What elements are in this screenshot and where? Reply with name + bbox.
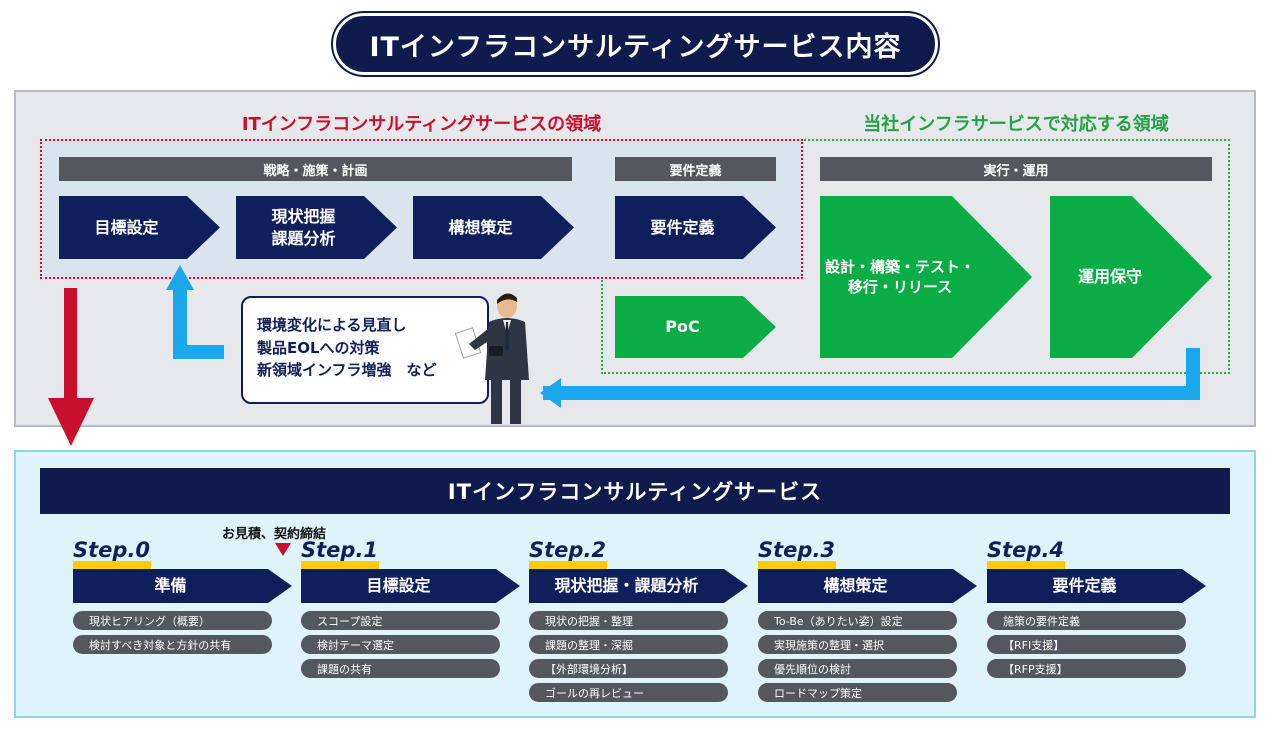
feedback-arrow	[166, 265, 1200, 408]
requirements-bar: 要件定義	[615, 157, 776, 181]
step-0-item: 現状ヒアリング（概要）	[73, 611, 272, 630]
step-2-item: ゴールの再レビュー	[529, 683, 728, 702]
step-1-item: スコープ設定	[301, 611, 500, 630]
step-0-title: 準備	[73, 569, 292, 603]
step-2-item: 現状の把握・整理	[529, 611, 728, 630]
execution-bar: 実行・運用	[820, 157, 1212, 181]
phase-current-analysis: 現状把握 課題分析	[236, 196, 397, 259]
step-3-item: ロードマップ策定	[758, 683, 957, 702]
step-1-item: 検討テーマ選定	[301, 635, 500, 654]
phase-poc: PoC	[615, 296, 776, 358]
review-triggers-note: 環境変化による見直し 製品EOLへの対策 新領域インフラ増強 など	[241, 296, 489, 404]
step-3-item: To-Be（ありたい姿）設定	[758, 611, 957, 630]
step-3-title: 構想策定	[758, 569, 977, 603]
step-1-label: Step.1	[301, 538, 379, 562]
strategy-bar: 戦略・施策・計画	[59, 157, 572, 181]
step-2-title: 現状把握・課題分析	[529, 569, 748, 603]
phase-concept: 構想策定	[413, 196, 574, 259]
step-4-title: 要件定義	[987, 569, 1206, 603]
step-2-item: 【外部環境分析】	[529, 659, 728, 678]
down-arrow	[48, 288, 94, 446]
step-4-item: 施策の要件定義	[987, 611, 1186, 630]
step-2-item: 課題の整理・深掘	[529, 635, 728, 654]
step-1-item: 課題の共有	[301, 659, 500, 678]
step-0-label: Step.0	[73, 538, 151, 562]
step-3-item: 優先順位の検討	[758, 659, 957, 678]
step-4-label: Step.4	[987, 538, 1065, 562]
step-2-label: Step.2	[529, 538, 607, 562]
consulting-scope-title: ITインフラコンサルティングサービスの領域	[241, 114, 602, 135]
step-1-title: 目標設定	[301, 569, 520, 603]
company-scope-title: 当社インフラサービスで対応する領域	[863, 114, 1169, 135]
step-0-item: 検討すべき対象と方針の共有	[73, 635, 272, 654]
quote-contract-marker-icon	[275, 543, 291, 556]
businessman-illustration	[455, 293, 529, 424]
step-4-item: 【RFP支援】	[987, 659, 1186, 678]
page-title: ITインフラコンサルティングサービス内容	[333, 13, 938, 75]
phase-goal-setting: 目標設定	[59, 196, 220, 259]
step-3-label: Step.3	[758, 538, 836, 562]
step-4-item: 【RFI支援】	[987, 635, 1186, 654]
phase-requirements: 要件定義	[615, 196, 776, 259]
quote-contract-label: お見積、契約締結	[222, 527, 327, 542]
steps-title-bar: ITインフラコンサルティングサービス	[40, 468, 1230, 514]
step-3-item: 実現施策の整理・選択	[758, 635, 957, 654]
